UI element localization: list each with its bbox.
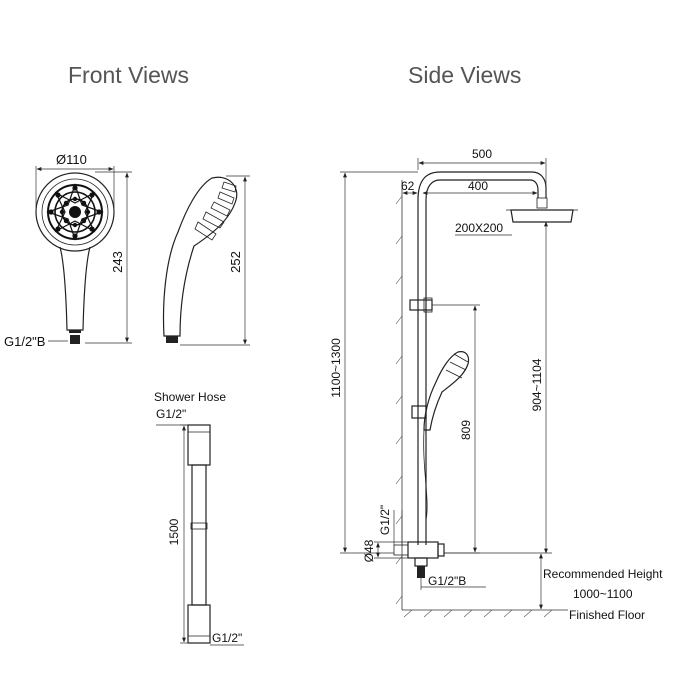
front-length-label: 243 xyxy=(110,251,125,273)
handshower-side-body xyxy=(162,176,238,337)
hose-tube xyxy=(191,464,207,606)
hose-thread-top: G1/2" xyxy=(156,407,186,421)
hose-connector xyxy=(70,335,80,344)
shower-arm-inner xyxy=(425,179,539,201)
handshower-thread-label: G1/2"B xyxy=(4,334,45,349)
handshower-side-view: 252 xyxy=(162,175,250,346)
side-views-title: Side Views xyxy=(408,62,521,88)
hose-bottom-nut xyxy=(187,604,211,644)
shower-column-side-view: 500 62 400 200X200 1100~1300 809 904~110… xyxy=(329,147,663,622)
handle-end-cap xyxy=(69,330,81,333)
hose-length-label: 1500 xyxy=(167,518,181,545)
handshower-face-ring xyxy=(41,178,109,246)
outlet-nut xyxy=(417,566,425,578)
shower-hose: Shower Hose G1/2" 1500 G1/2" xyxy=(154,390,244,646)
side-length-label: 252 xyxy=(228,251,243,273)
hose-top-nut xyxy=(187,424,211,466)
handshower-on-column xyxy=(423,351,470,431)
recommended-height-label: Recommended Height xyxy=(543,567,663,581)
inlet-thread-label: G1/2" xyxy=(378,505,392,535)
head-height-label: 904~1104 xyxy=(530,358,544,411)
side-hose-connector xyxy=(166,336,178,343)
handshower-front-view: Ø110 243 G1/2"B xyxy=(4,152,132,349)
wall-inlet xyxy=(393,544,409,556)
head-connector xyxy=(536,197,548,209)
finished-floor-label: Finished Floor xyxy=(569,608,645,622)
recommended-height-value: 1000~1100 xyxy=(573,587,633,601)
handshower-holder xyxy=(411,405,427,419)
mixer-handle xyxy=(437,543,445,557)
hose-caption: Shower Hose xyxy=(154,390,226,404)
spray-pattern-icon xyxy=(46,183,104,241)
front-views-title: Front Views xyxy=(68,62,189,88)
wall-offset-label: 62 xyxy=(401,179,415,193)
mixer-valve-body xyxy=(407,541,439,559)
handshower-head-outline xyxy=(35,172,115,252)
slider-bracket xyxy=(409,299,433,311)
arm-total-label: 500 xyxy=(472,147,492,161)
outlet-thread-label: G1/2"B xyxy=(428,574,466,588)
handshower-handle xyxy=(59,246,91,331)
column-hose xyxy=(423,429,428,521)
rainhead xyxy=(510,209,574,223)
hose-thread-bottom: G1/2" xyxy=(212,631,242,645)
diameter-label: Ø110 xyxy=(56,152,87,167)
bottom-outlet xyxy=(414,557,428,567)
hose-middle-ring xyxy=(190,522,208,530)
head-size-label: 200X200 xyxy=(455,221,503,235)
inlet-diameter-label: Ø48 xyxy=(362,539,376,562)
arm-length-label: 400 xyxy=(468,179,488,193)
holder-height-label: 809 xyxy=(459,420,473,440)
shower-arm-outer xyxy=(417,171,547,201)
total-height-label: 1100~1300 xyxy=(329,338,343,398)
